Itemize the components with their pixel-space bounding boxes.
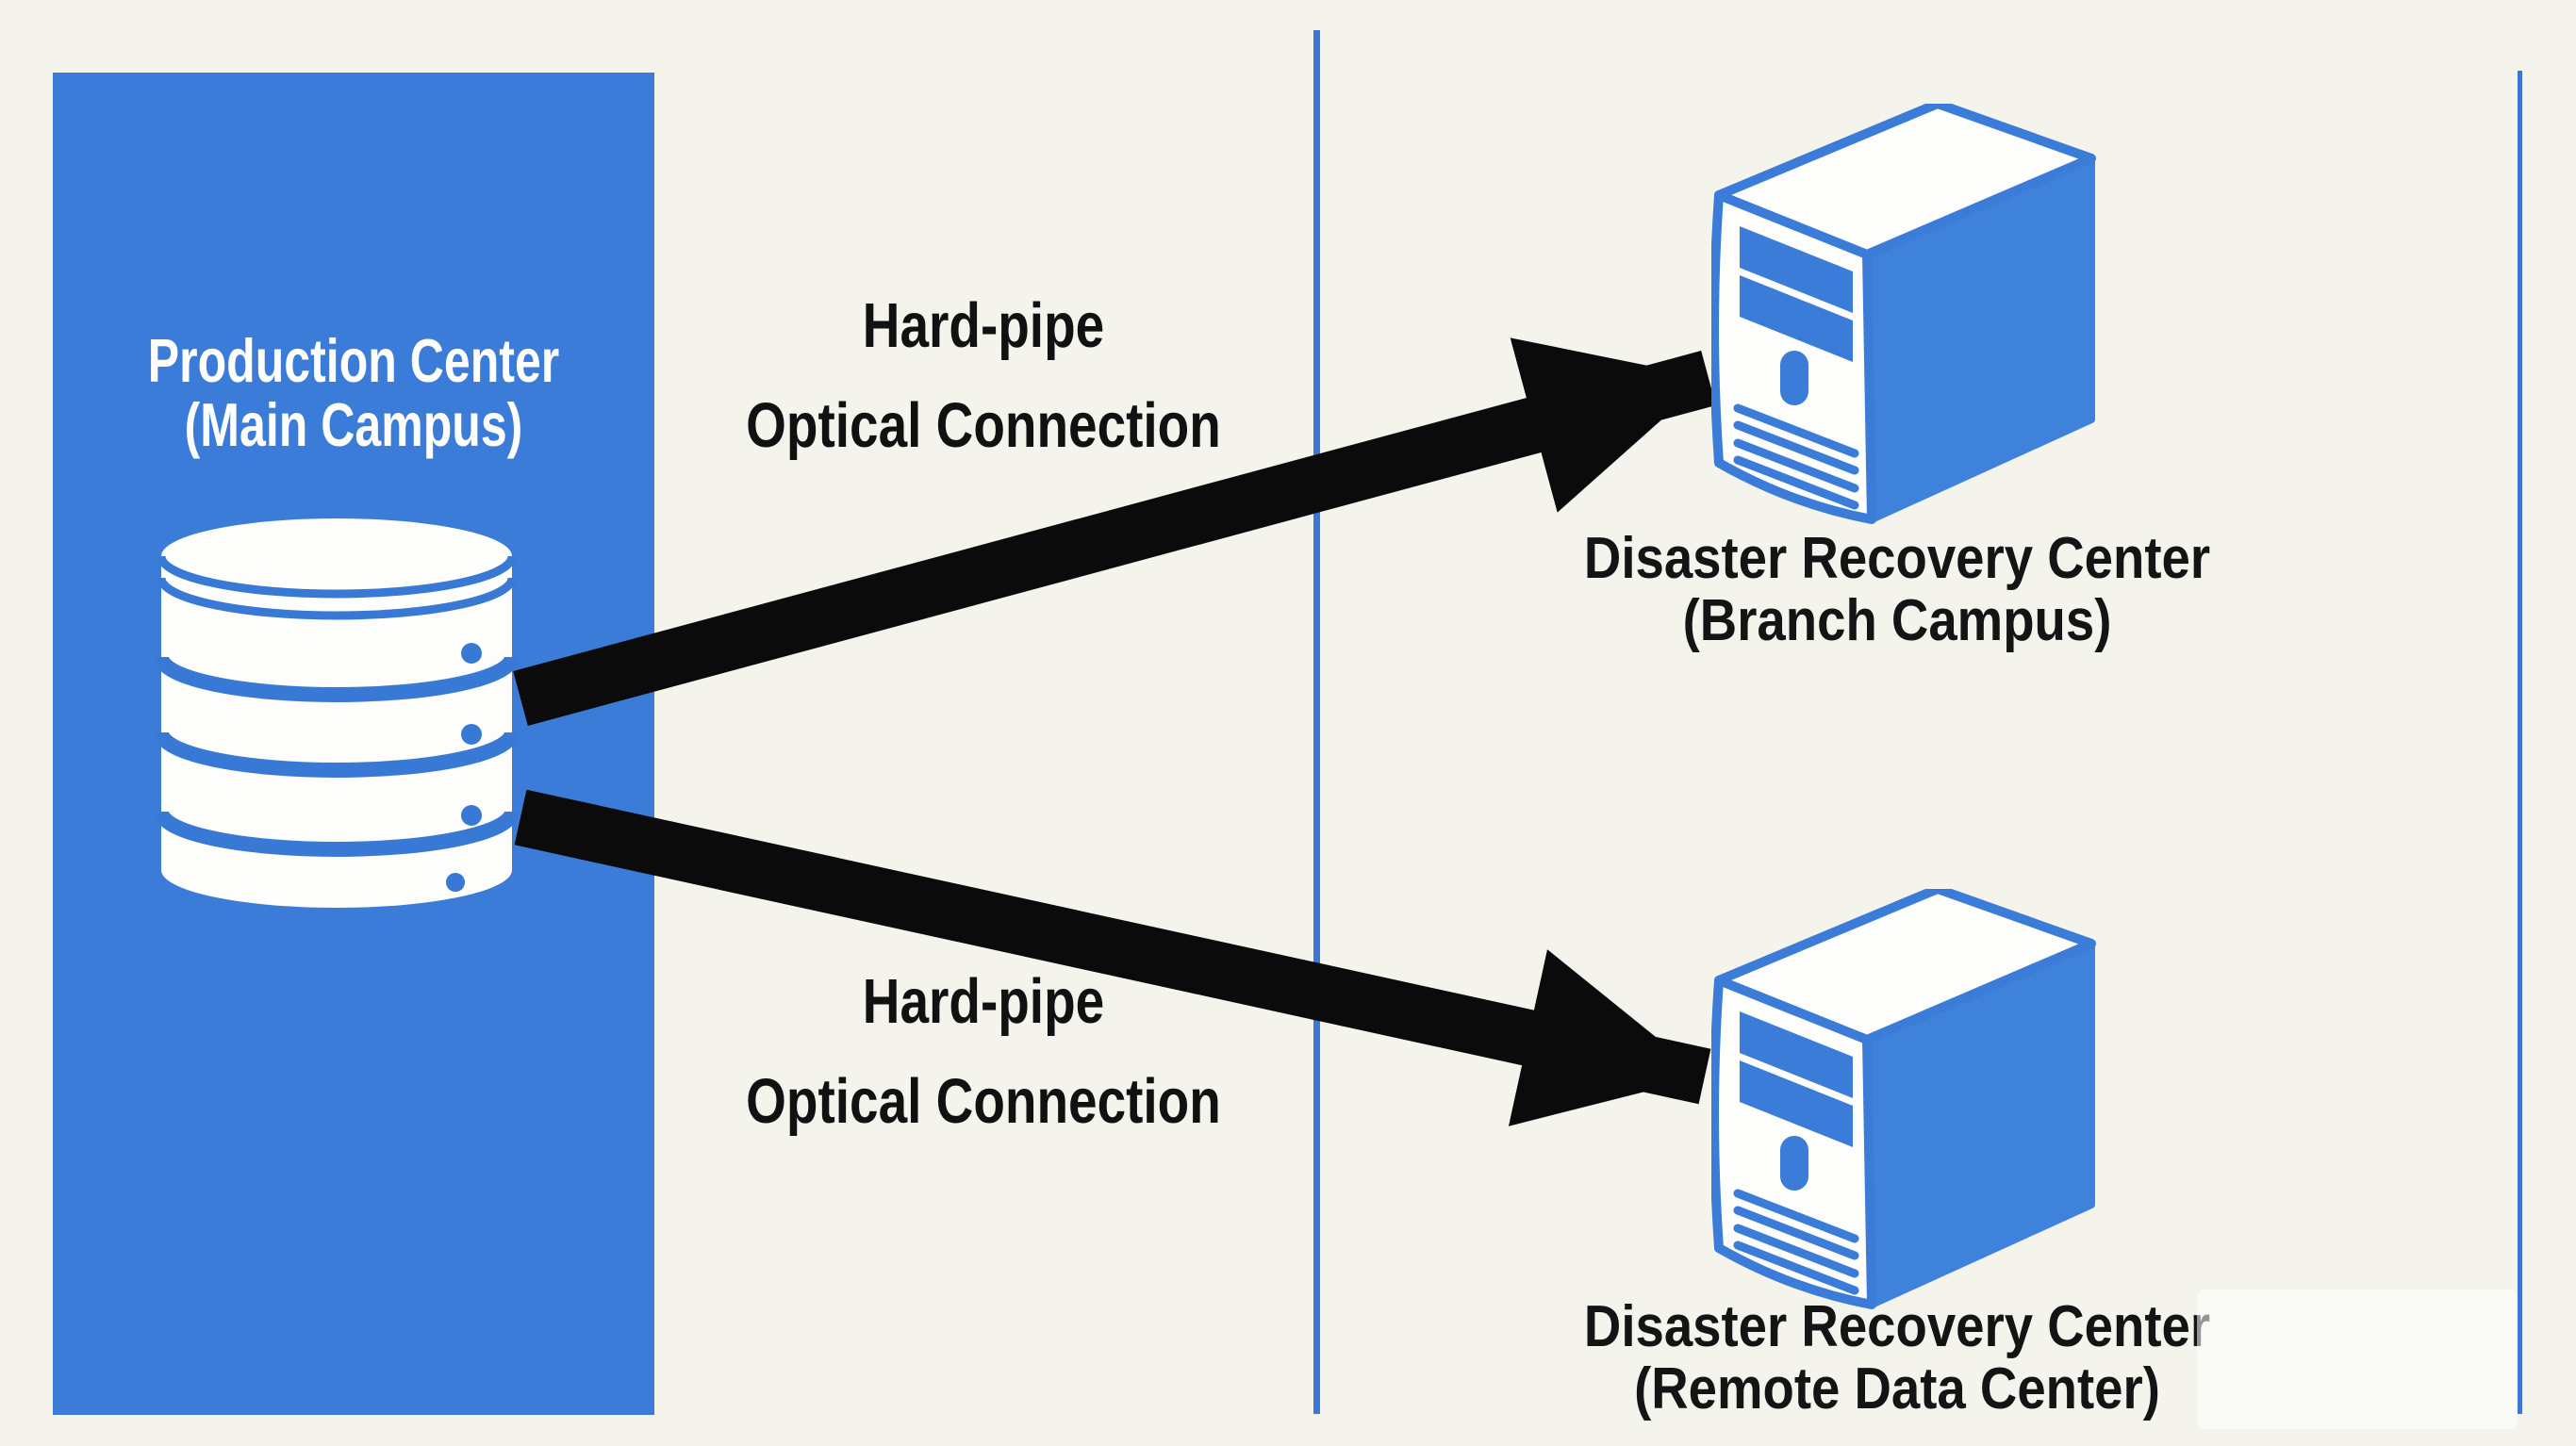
production-center-title: Production Center: [147, 326, 560, 395]
branch-campus-title: Disaster Recovery Center: [1583, 526, 2211, 591]
connection-label-top: Hard-pipe Optical Connection: [559, 276, 1408, 476]
branch-campus-label: Disaster Recovery Center (Branch Campus): [1426, 528, 2369, 652]
production-center-subtitle: (Main Campus): [184, 390, 523, 459]
separator-line-right: [2518, 71, 2522, 1414]
arrow-to-remote-data-center: [514, 789, 1711, 1126]
remote-data-center-subtitle: (Remote Data Center): [1634, 1356, 2160, 1421]
connection-top-line2: Optical Connection: [746, 390, 1221, 461]
arrow-to-branch-campus: [513, 337, 1716, 726]
connection-label-bottom: Hard-pipe Optical Connection: [559, 952, 1408, 1152]
branch-campus-subtitle: (Branch Campus): [1682, 588, 2112, 653]
server-icon: [1711, 104, 2107, 537]
production-center-label: Production Center (Main Campus): [53, 329, 654, 457]
separator-line-middle: [1313, 30, 1320, 1414]
background-artifact-patch: [2197, 1290, 2518, 1429]
connection-top-line1: Hard-pipe: [862, 290, 1105, 361]
connection-bottom-line2: Optical Connection: [746, 1066, 1221, 1137]
server-icon: [1711, 889, 2107, 1323]
remote-data-center-title: Disaster Recovery Center: [1583, 1294, 2211, 1359]
database-icon: [156, 518, 518, 908]
connection-bottom-line1: Hard-pipe: [862, 966, 1105, 1037]
remote-data-center-label: Disaster Recovery Center (Remote Data Ce…: [1426, 1296, 2369, 1421]
